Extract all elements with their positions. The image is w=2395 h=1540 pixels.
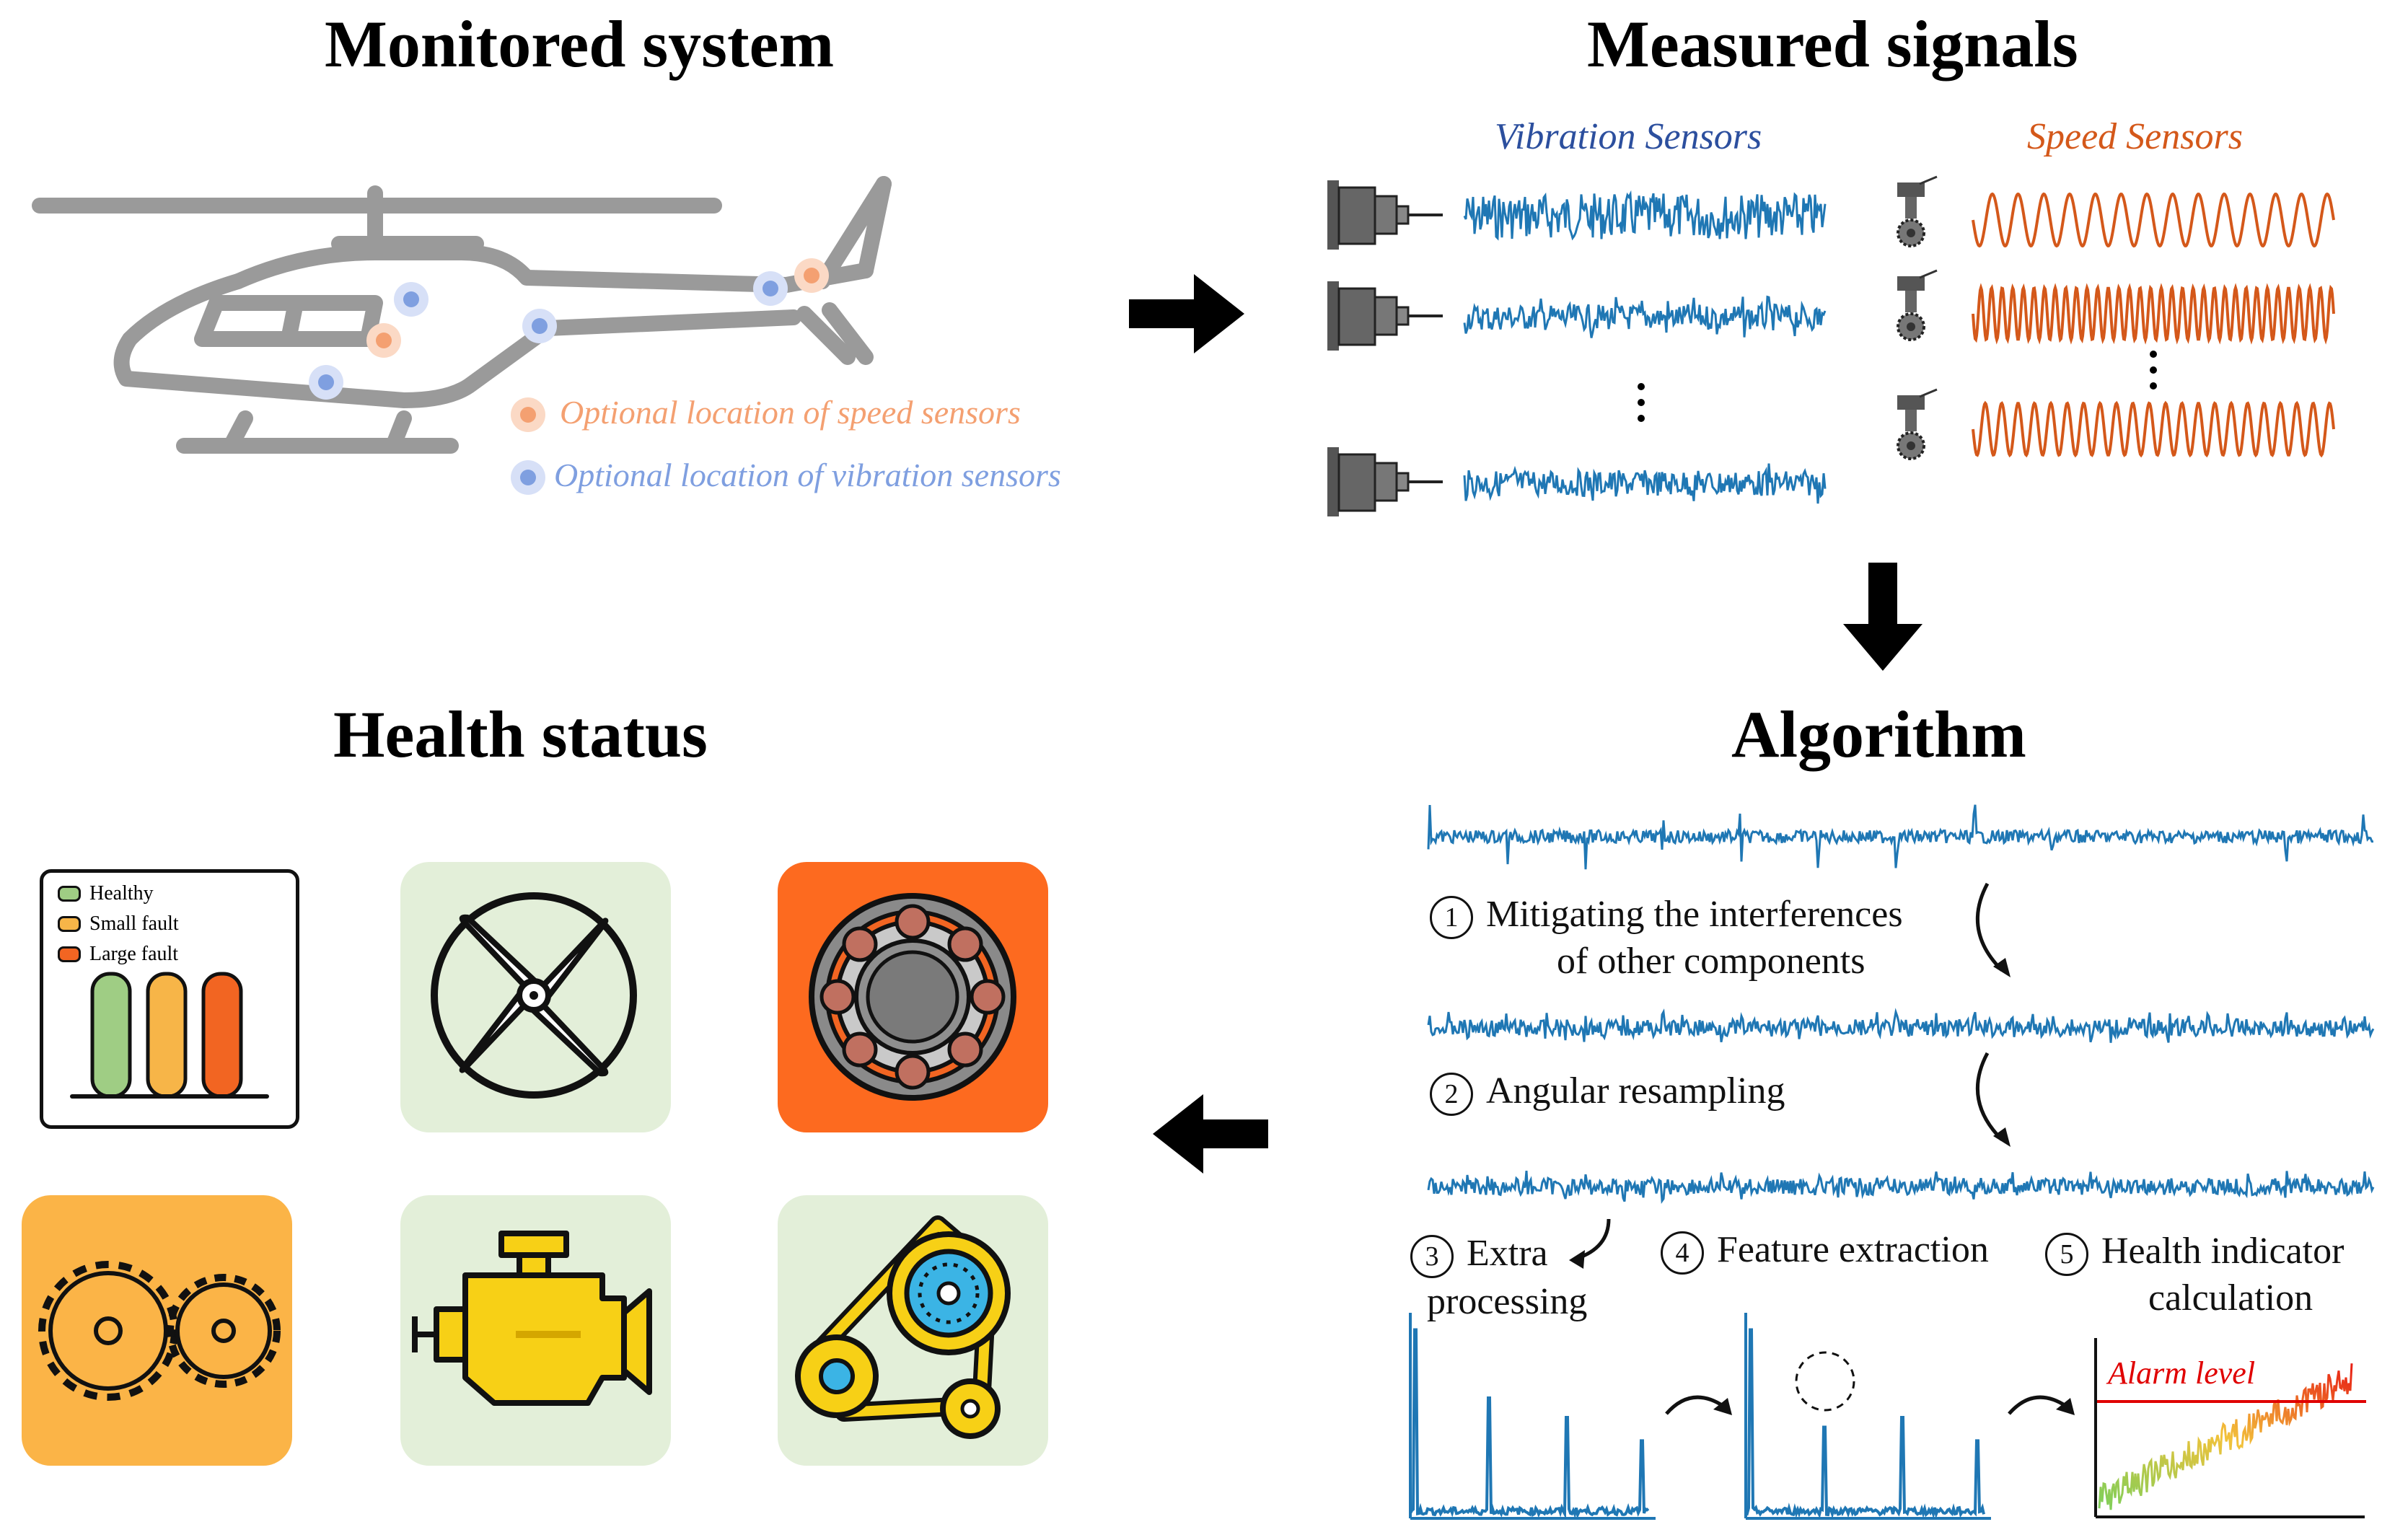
step-1-text-line1: Mitigating the interferences [1486,894,1903,935]
selected-peak-marker [1795,1351,1855,1412]
legend-swatch-small-fault [58,916,81,932]
curved-arrow-icon [1975,882,2011,977]
curved-arrow-icon [1975,1052,2011,1147]
bearing-icon [809,893,1016,1101]
helicopter-icon [32,176,892,495]
vibration-signal-3 [1463,463,1827,504]
legend-swatch-large-fault [58,946,81,962]
speed-sensors-label: Speed Sensors [2027,116,2243,157]
legend-large-fault: Large fault [89,943,179,965]
fan-icon [431,892,637,1099]
step-3-text-line2: processing [1427,1281,1588,1322]
spectrum-plot-2 [1744,1313,1991,1520]
spectrum-plot-1 [1409,1313,1656,1520]
step-4-text: Feature extraction [1717,1229,1989,1270]
step-2: 2 Angular resampling [1430,1068,1785,1117]
step-3: 3 Extra [1410,1230,1548,1279]
arrow-right-icon [1129,274,1244,353]
vibration-signal-1 [1463,190,1827,241]
alarm-level-label: Alarm level [2108,1355,2256,1391]
health-indicator-plot [2094,1338,2366,1518]
arrow-left-icon [1153,1094,1268,1174]
vibration-sensor-icon [1327,447,1443,516]
speed-sensor-icon [1897,269,1938,341]
ellipsis-speed [2150,351,2157,390]
speed-sensor-icon [1897,175,1938,247]
vibration-signal-2 [1463,295,1827,338]
step-1-text-line2: of other components [1557,941,1866,982]
speed-signal-1 [1972,192,2335,248]
component-tile-gears [22,1195,292,1466]
step-4-number: 4 [1661,1231,1704,1275]
belt-drive-icon [795,1215,1011,1439]
legend-swatch-healthy [58,886,81,902]
engine-icon [412,1231,652,1406]
vibration-sensor-icon [1327,281,1443,351]
bar-chart-icon [70,972,269,1099]
step-1: 1 Mitigating the interferences [1430,891,1903,940]
status-legend: Healthy Small fault Large fault [58,879,179,969]
curved-arrow-icon [2008,1395,2075,1415]
title-health-status: Health status [333,698,708,771]
step-3-text-line1: Extra [1467,1233,1548,1274]
algorithm-filtered-signal [1427,1008,2375,1043]
gears-icon [38,1261,281,1401]
step-3-number: 3 [1410,1235,1454,1279]
step-4: 4 Feature extraction [1661,1226,1989,1275]
legend-vibration-location: Optional location of vibration sensors [554,457,1061,493]
title-algorithm: Algorithm [1731,698,2026,771]
speed-signal-2 [1972,283,2335,345]
speed-signal-3 [1972,400,2335,458]
vibration-sensor-icon [1327,180,1443,250]
step-5-text-line1: Health indicator [2101,1231,2345,1272]
arrow-down-icon [1843,563,1922,671]
speed-sensor-icon [1897,388,1938,460]
curved-arrow-icon [1665,1395,1732,1415]
legend-small-fault: Small fault [89,912,179,935]
step-2-text: Angular resampling [1486,1070,1785,1112]
ellipsis-vibration [1638,383,1645,422]
title-measured-signals: Measured signals [1587,7,2078,81]
step-5-text-line2: calculation [2148,1277,2313,1319]
step-5-number: 5 [2045,1233,2088,1277]
legend-healthy: Healthy [89,882,154,905]
curved-arrow-icon [1569,1218,1611,1269]
vibration-sensors-label: Vibration Sensors [1495,116,1762,157]
title-monitored-system: Monitored system [325,7,835,81]
legend-speed-location: Optional location of speed sensors [560,394,1021,431]
algorithm-raw-signal [1427,804,2374,870]
step-5: 5 Health indicator [2045,1228,2345,1277]
step-1-number: 1 [1430,896,1473,940]
step-2-number: 2 [1430,1073,1473,1117]
algorithm-resampled-signal [1427,1170,2375,1204]
